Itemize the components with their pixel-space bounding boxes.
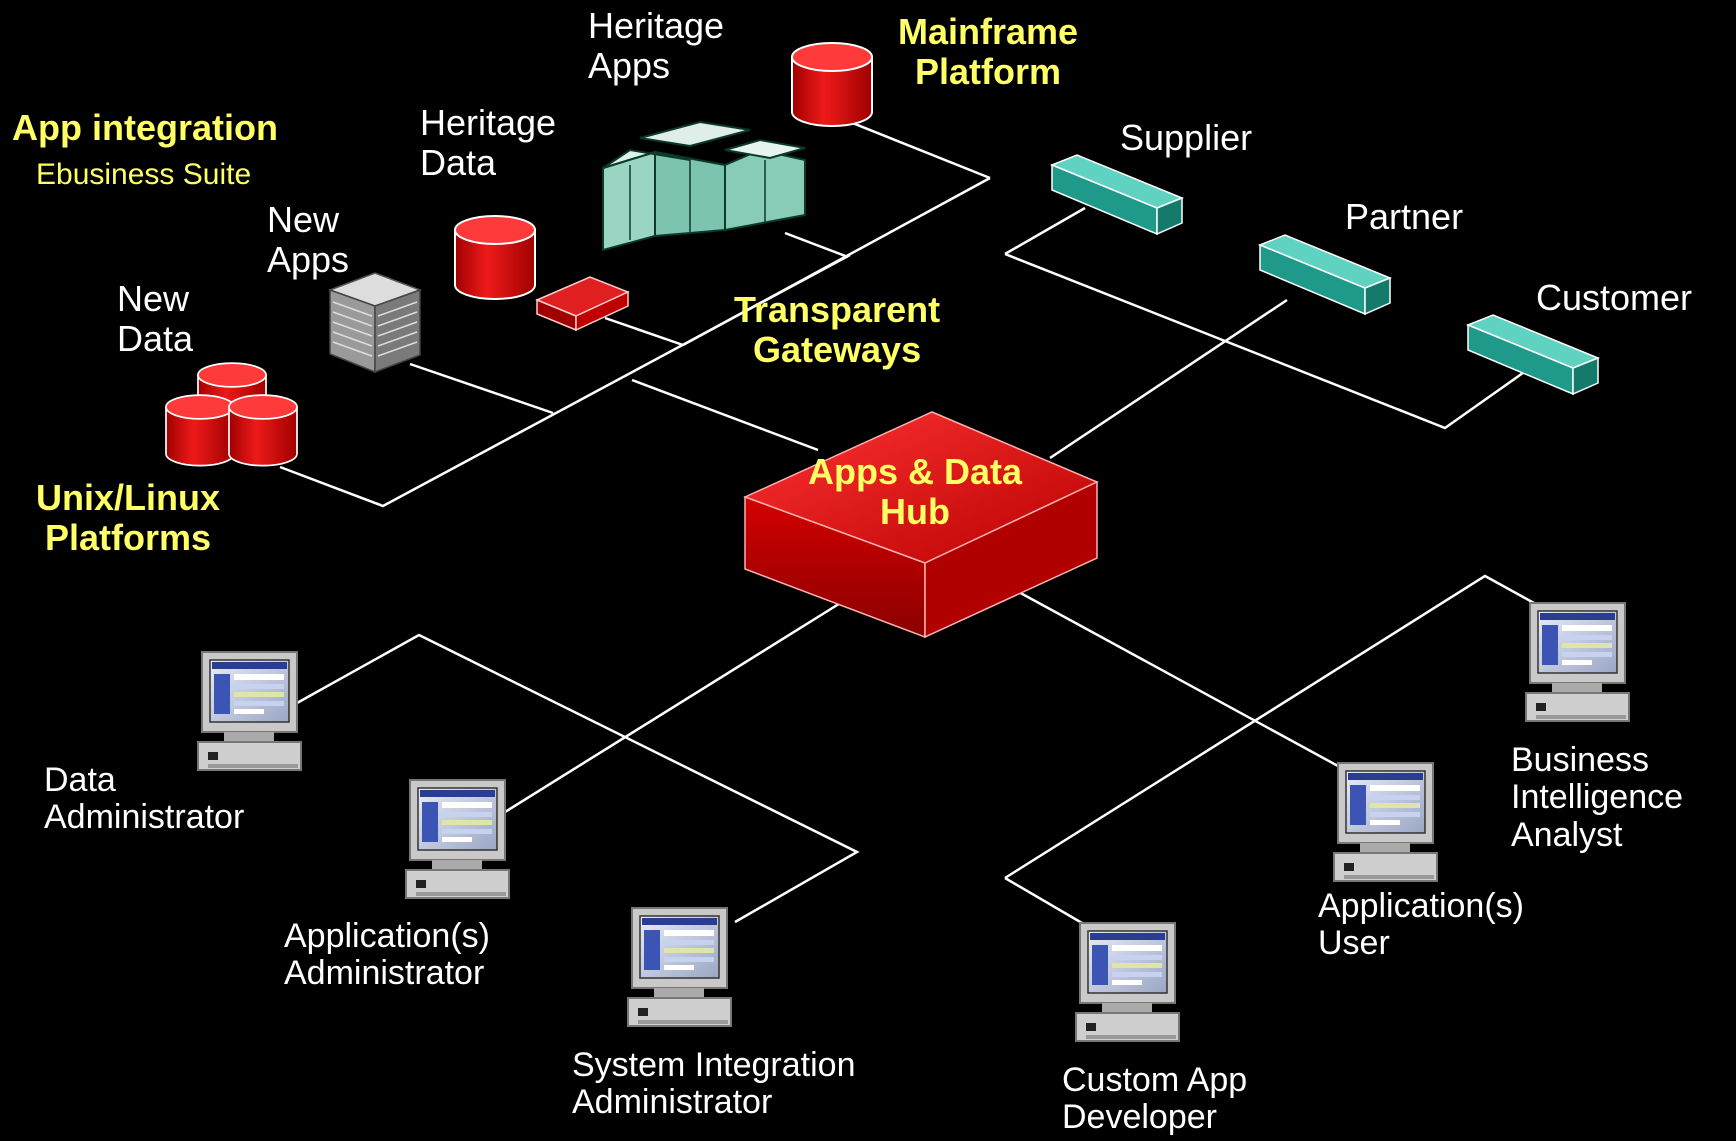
mainframe-platform-label: Mainframe Platform: [898, 11, 1079, 92]
application-user-workstation-icon[interactable]: [1333, 762, 1438, 882]
customer-label: Customer: [1536, 277, 1693, 318]
transparent-gateways-label: Transparent Gateways: [734, 289, 941, 370]
custom-app-developer-workstation-icon[interactable]: [1075, 922, 1180, 1042]
mainframe-link: [844, 118, 991, 180]
hub-user-link: [1014, 588, 1339, 768]
heritage-data-link: [604, 316, 684, 347]
user-backbone-line: [1004, 574, 1535, 880]
partner-label: Partner: [1345, 196, 1464, 237]
admin-backbone-line: [296, 633, 860, 924]
data-administrator-label: Data Administrator: [44, 761, 245, 837]
new-data-databases-icon: [165, 362, 298, 467]
system-integration-administrator-workstation-icon[interactable]: [627, 907, 732, 1027]
new-apps-label: New Apps: [267, 199, 350, 280]
business-intelligence-analyst-label: Business Intelligence Analyst: [1511, 741, 1684, 854]
heritage-apps-label: Heritage Apps: [588, 5, 725, 86]
mainframe-backbone-line: [682, 176, 991, 347]
supplier-box-icon[interactable]: [1050, 154, 1184, 236]
new-apps-link: [409, 362, 554, 415]
application-administrator-label: Application(s) Administrator: [284, 917, 490, 993]
application-administrator-workstation-icon[interactable]: [405, 779, 510, 899]
unix-linux-platforms-label: Unix/Linux Platforms: [36, 477, 221, 558]
heritage-apps-mainframe-icon: [602, 120, 806, 252]
gateway-hub-link: [631, 378, 819, 452]
partner-box-icon[interactable]: [1258, 234, 1392, 316]
heritage-apps-link: [784, 231, 849, 259]
business-intelligence-analyst-workstation-icon[interactable]: [1525, 602, 1630, 722]
heritage-data-label: Heritage Data: [420, 102, 557, 183]
heritage-data-database-icon: [454, 215, 536, 300]
apps-data-hub-label: Apps & Data Hub: [808, 451, 1023, 532]
application-user-label: Application(s) User: [1318, 887, 1524, 963]
ebusiness-suite-label: Ebusiness Suite: [36, 158, 252, 191]
connection-lines: [279, 118, 1535, 925]
app-integration-label: App integration: [12, 107, 278, 148]
external-backbone-line: [1004, 252, 1531, 430]
apps-data-hub-box[interactable]: [743, 411, 1099, 639]
data-administrator-workstation-icon[interactable]: [197, 651, 302, 771]
system-integration-administrator-label: System Integration Administrator: [572, 1046, 856, 1122]
transparent-gateway-icon: [535, 276, 630, 332]
new-apps-server-icon: [327, 272, 423, 374]
custom-app-developer-label: Custom App Developer: [1062, 1061, 1248, 1137]
supplier-link: [1004, 206, 1086, 256]
hub-admin-link: [504, 600, 843, 814]
mainframe-database-icon: [791, 42, 873, 127]
customer-box-icon[interactable]: [1466, 314, 1600, 396]
partner-link: [1049, 298, 1288, 460]
new-data-label: New Data: [117, 278, 194, 359]
supplier-label: Supplier: [1120, 117, 1253, 158]
developer-link: [1004, 876, 1083, 925]
